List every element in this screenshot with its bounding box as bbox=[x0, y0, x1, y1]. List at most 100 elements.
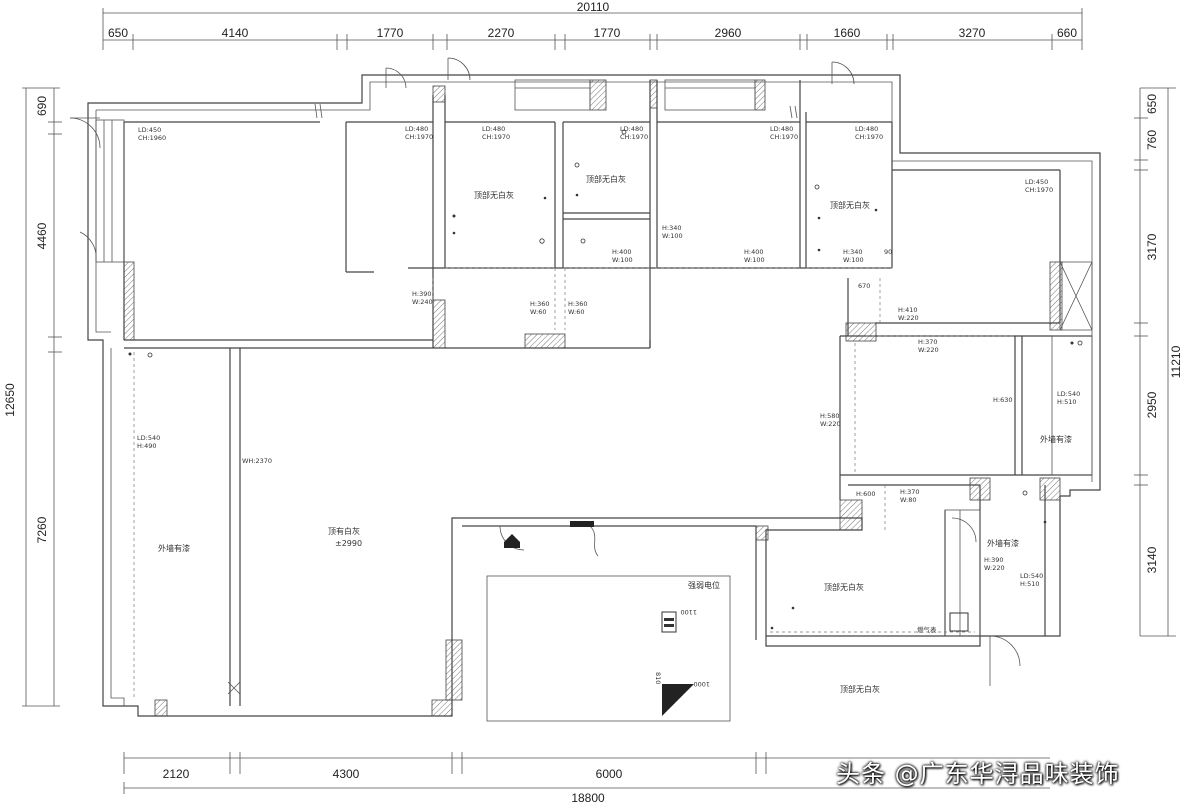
svg-text:W:100: W:100 bbox=[843, 256, 864, 264]
svg-text:H:400: H:400 bbox=[612, 248, 631, 256]
svg-text:LD:450: LD:450 bbox=[1025, 178, 1048, 186]
dim-top-total: 20110 bbox=[577, 0, 610, 14]
svg-text:H:340: H:340 bbox=[843, 248, 862, 256]
svg-text:顶有白灰: 顶有白灰 bbox=[328, 526, 360, 536]
technical-labels: LD:450 CH:1960 LD:480 CH:1970 LD:480 CH:… bbox=[137, 125, 1080, 688]
svg-text:LD:480: LD:480 bbox=[405, 125, 428, 133]
svg-text:CH:1960: CH:1960 bbox=[138, 134, 166, 142]
dim-left-1: 690 bbox=[35, 96, 49, 116]
svg-text:强弱电位: 强弱电位 bbox=[688, 580, 720, 590]
svg-text:H:580: H:580 bbox=[820, 412, 839, 420]
svg-text:H:600: H:600 bbox=[856, 490, 875, 498]
svg-text:H:360: H:360 bbox=[568, 300, 587, 308]
svg-text:810: 810 bbox=[654, 672, 662, 684]
svg-text:WH:2370: WH:2370 bbox=[242, 457, 272, 465]
svg-text:LD:480: LD:480 bbox=[482, 125, 505, 133]
svg-text:LD:540: LD:540 bbox=[137, 434, 160, 442]
svg-text:外墙有漆: 外墙有漆 bbox=[987, 538, 1019, 548]
dim-right-2: 760 bbox=[1145, 130, 1159, 150]
svg-text:LD:480: LD:480 bbox=[855, 125, 878, 133]
svg-text:H:510: H:510 bbox=[1020, 580, 1039, 588]
svg-text:CH:1970: CH:1970 bbox=[620, 133, 648, 141]
bottom-dimension-chain: 2120 4300 6000 18800 bbox=[123, 752, 1050, 805]
svg-text:LD:540: LD:540 bbox=[1057, 390, 1080, 398]
svg-text:H:370: H:370 bbox=[918, 338, 937, 346]
dim-top-1: 650 bbox=[108, 26, 128, 40]
dim-top-7: 1660 bbox=[834, 26, 861, 40]
svg-text:LD:480: LD:480 bbox=[770, 125, 793, 133]
svg-text:90: 90 bbox=[884, 248, 892, 256]
dim-bottom-3: 6000 bbox=[596, 767, 623, 781]
svg-text:顶部无白灰: 顶部无白灰 bbox=[474, 190, 514, 200]
svg-text:LD:480: LD:480 bbox=[620, 125, 643, 133]
svg-text:顶部无白灰: 顶部无白灰 bbox=[840, 684, 880, 694]
svg-text:CH:1970: CH:1970 bbox=[482, 133, 510, 141]
svg-text:H:340: H:340 bbox=[662, 224, 681, 232]
dim-bottom-2: 4300 bbox=[333, 767, 360, 781]
svg-text:H:390: H:390 bbox=[412, 290, 431, 298]
dim-left-outer: 12650 bbox=[3, 383, 17, 417]
svg-text:H:390: H:390 bbox=[984, 556, 1003, 564]
svg-text:CH:1970: CH:1970 bbox=[770, 133, 798, 141]
svg-text:H:360: H:360 bbox=[530, 300, 549, 308]
dim-top-4: 2270 bbox=[488, 26, 515, 40]
dim-right-4: 2950 bbox=[1145, 391, 1159, 418]
svg-text:顶部无白灰: 顶部无白灰 bbox=[830, 200, 870, 210]
svg-text:CH:1970: CH:1970 bbox=[405, 133, 433, 141]
dim-top-9: 660 bbox=[1057, 26, 1077, 40]
interior-walls bbox=[123, 80, 1092, 706]
door-swings bbox=[69, 57, 1021, 686]
watermark: 头条 @广东华浔品味装饰 bbox=[836, 760, 1120, 788]
svg-text:燃气表: 燃气表 bbox=[917, 625, 937, 634]
svg-text:W:100: W:100 bbox=[744, 256, 765, 264]
dim-right-outer: 11210 bbox=[1169, 345, 1183, 378]
dim-right-1: 650 bbox=[1145, 94, 1159, 114]
svg-text:CH:1970: CH:1970 bbox=[855, 133, 883, 141]
svg-text:LD:450: LD:450 bbox=[138, 126, 161, 134]
dim-top-2: 4140 bbox=[222, 26, 249, 40]
dim-top-5: 1770 bbox=[594, 26, 621, 40]
svg-text:外墙有漆: 外墙有漆 bbox=[1040, 434, 1072, 444]
dim-left-3: 7260 bbox=[35, 516, 49, 543]
svg-text:LD:540: LD:540 bbox=[1020, 572, 1043, 580]
left-dimension-chain: 12650 690 4460 7260 bbox=[3, 87, 62, 707]
svg-text:1000: 1000 bbox=[693, 680, 710, 688]
dim-top-3: 1770 bbox=[377, 26, 404, 40]
svg-text:顶部无白灰: 顶部无白灰 bbox=[586, 174, 626, 184]
svg-text:W:220: W:220 bbox=[984, 564, 1005, 572]
svg-text:外墙有漆: 外墙有漆 bbox=[158, 543, 190, 553]
svg-text:顶部无白灰: 顶部无白灰 bbox=[824, 582, 864, 592]
svg-text:H:630: H:630 bbox=[993, 396, 1012, 404]
svg-text:670: 670 bbox=[858, 282, 870, 290]
svg-text:W:60: W:60 bbox=[568, 308, 585, 316]
fixtures bbox=[128, 103, 1083, 695]
outer-walls bbox=[87, 74, 1101, 717]
svg-text:H:490: H:490 bbox=[137, 442, 156, 450]
dim-right-5: 3140 bbox=[1145, 546, 1159, 573]
svg-text:W:100: W:100 bbox=[662, 232, 683, 240]
svg-text:H:410: H:410 bbox=[898, 306, 917, 314]
svg-text:W:220: W:220 bbox=[898, 314, 919, 322]
svg-text:W:60: W:60 bbox=[530, 308, 547, 316]
svg-text:W:100: W:100 bbox=[612, 256, 633, 264]
svg-text:H:370: H:370 bbox=[900, 488, 919, 496]
electrical-room bbox=[486, 575, 731, 722]
right-dimension-chain: 11210 650 760 3170 2950 3140 bbox=[1134, 87, 1183, 637]
svg-text:CH:1970: CH:1970 bbox=[1025, 186, 1053, 194]
dim-right-3: 3170 bbox=[1145, 233, 1159, 260]
top-dimension-chain: 20110 650 4140 1770 2270 1770 2960 1660 … bbox=[102, 0, 1083, 50]
windows bbox=[95, 79, 1093, 637]
dim-left-2: 4460 bbox=[35, 222, 49, 249]
svg-text:±2990: ±2990 bbox=[335, 539, 362, 548]
dim-bottom-1: 2120 bbox=[163, 767, 190, 781]
room-labels: 顶部无白灰 顶部无白灰 顶部无白灰 顶部无白灰 顶部无白灰 顶有白灰 ±2990… bbox=[158, 174, 1072, 694]
hatched-walls bbox=[123, 79, 1063, 717]
dim-top-8: 3270 bbox=[959, 26, 986, 40]
dim-bottom-total: 18800 bbox=[571, 791, 605, 805]
dim-top-6: 2960 bbox=[715, 26, 742, 40]
svg-text:H:400: H:400 bbox=[744, 248, 763, 256]
svg-text:H:510: H:510 bbox=[1057, 398, 1076, 406]
svg-text:W:80: W:80 bbox=[900, 496, 917, 504]
svg-text:W:220: W:220 bbox=[820, 420, 841, 428]
